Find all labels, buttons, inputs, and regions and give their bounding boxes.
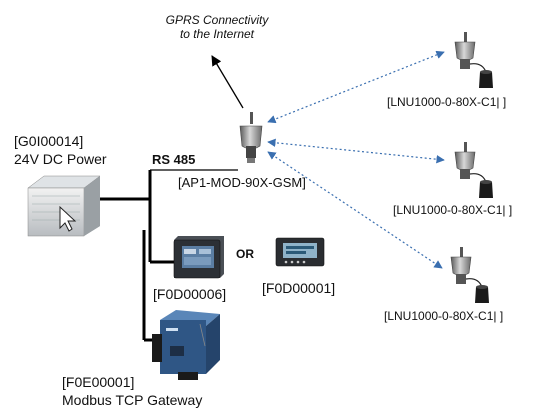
wireless-link-1 xyxy=(267,50,445,124)
gprs-label-line1: GPRS Connectivity xyxy=(165,13,269,27)
bus-label: RS 485 xyxy=(152,152,196,167)
base-station-antenna-icon xyxy=(239,112,263,163)
display-code-1: [F0D00006] xyxy=(153,286,227,302)
gprs-label-line2: to the Internet xyxy=(179,27,255,41)
sensor-icon-2 xyxy=(454,142,493,198)
sensor-icon-1 xyxy=(454,32,493,88)
display-panel-icon-2 xyxy=(275,237,325,267)
display-code-2: [F0D00001] xyxy=(262,280,336,296)
wireless-link-3 xyxy=(267,151,443,269)
display-panel-icon-1 xyxy=(173,236,224,279)
wireless-links xyxy=(267,50,445,269)
base-station-code: [AP1-MOD-90X-GSM] xyxy=(178,175,306,190)
or-label: OR xyxy=(236,247,254,261)
wired-bus xyxy=(100,169,238,342)
gprs-arrow xyxy=(211,55,244,109)
sensor-code-3: [LNU1000-0-80X-C1| ] xyxy=(384,309,504,323)
power-code: [G0I00014] xyxy=(14,133,84,149)
sensor-icon-3 xyxy=(450,247,489,303)
gateway-name: Modbus TCP Gateway xyxy=(62,392,203,408)
power-supply-icon xyxy=(27,175,101,237)
sensor-code-2: [LNU1000-0-80X-C1| ] xyxy=(393,203,513,217)
wireless-link-2 xyxy=(267,138,445,164)
gateway-code: [F0E00001] xyxy=(62,374,135,390)
power-name: 24V DC Power xyxy=(14,151,107,167)
sensor-code-1: [LNU1000-0-80X-C1| ] xyxy=(387,95,507,109)
gprs-label: GPRS Connectivity to the Internet xyxy=(147,14,287,40)
modbus-gateway-icon xyxy=(152,310,220,380)
